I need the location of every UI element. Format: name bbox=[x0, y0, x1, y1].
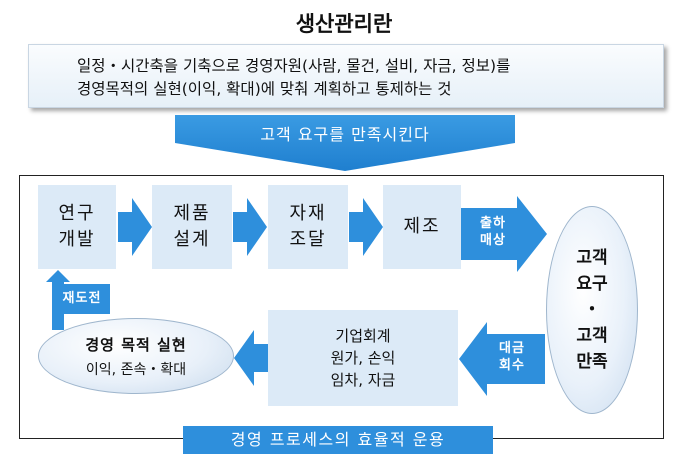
management-goal-ellipse: 경영 목적 실현 이익, 존속・확대 bbox=[38, 318, 234, 394]
customer-line-1: 고객 bbox=[576, 248, 608, 268]
step-1-line-1: 연구 bbox=[58, 203, 96, 224]
customer-satisfaction-ellipse: 고객 요구 ・ 고객 만족 bbox=[546, 206, 638, 414]
customer-line-2: 요구 bbox=[576, 274, 608, 294]
step-2-line-1: 제품 bbox=[173, 203, 211, 224]
customer-line-5: 만족 bbox=[576, 352, 608, 372]
payment-tag: 대금 회수 bbox=[484, 340, 540, 374]
definition-box: 일정・시간축을 기축으로 경영자원(사람, 물건, 설비, 자금, 정보)를 경… bbox=[28, 44, 664, 108]
customer-line-3: ・ bbox=[583, 300, 601, 320]
page-title: 생산관리란 bbox=[295, 12, 393, 36]
corporate-accounting-box: 기업회계 원가, 손익 임차, 자금 bbox=[268, 310, 458, 406]
ledger-line-1: 기업회계 bbox=[335, 327, 391, 345]
flow-arrow-to-goal bbox=[234, 330, 268, 386]
ledger-line-2: 원가, 손익 bbox=[330, 349, 396, 367]
payment-arrow bbox=[459, 322, 545, 396]
reinvest-arrow bbox=[46, 270, 110, 330]
shipping-tag: 출하 매상 bbox=[465, 215, 521, 249]
payment-tag-line-1: 대금 bbox=[499, 341, 525, 356]
ledger-line-3: 임차, 자금 bbox=[330, 371, 396, 389]
step-manufacturing: 제조 bbox=[383, 185, 461, 269]
step-2-line-2: 설계 bbox=[173, 229, 211, 250]
step-1-line-2: 개발 bbox=[58, 229, 96, 250]
shipping-arrow bbox=[461, 196, 547, 272]
shipping-tag-line-2: 매상 bbox=[480, 233, 506, 248]
customer-line-4: 고객 bbox=[576, 326, 608, 346]
banner-text: 고객 요구를 만족시킨다 bbox=[260, 125, 430, 144]
step-3-line-1: 자재 bbox=[289, 203, 327, 224]
reinvest-tag: 재도전 bbox=[62, 291, 102, 306]
definition-line-1: 일정・시간축을 기축으로 경영자원(사람, 물건, 설비, 자금, 정보)를 bbox=[77, 57, 511, 75]
definition-line-2: 경영목적의 실현(이익, 확대)에 맞춰 계획하고 통제하는 것 bbox=[77, 80, 452, 98]
shipping-tag-line-1: 출하 bbox=[480, 216, 506, 231]
flow-arrow-1 bbox=[118, 198, 152, 256]
step-3-line-2: 조달 bbox=[289, 229, 327, 250]
goal-line-1: 경영 목적 실현 bbox=[85, 335, 187, 354]
goal-line-2: 이익, 존속・확대 bbox=[85, 361, 187, 378]
payment-tag-line-2: 회수 bbox=[499, 358, 525, 373]
banner-arrow-shape bbox=[175, 115, 515, 171]
step-4-line-1: 제조 bbox=[403, 216, 441, 237]
footer-bar: 경영 프로세스의 효율적 운용 bbox=[183, 426, 493, 454]
flow-arrow-3 bbox=[349, 198, 383, 256]
flow-arrow-2 bbox=[233, 198, 267, 256]
